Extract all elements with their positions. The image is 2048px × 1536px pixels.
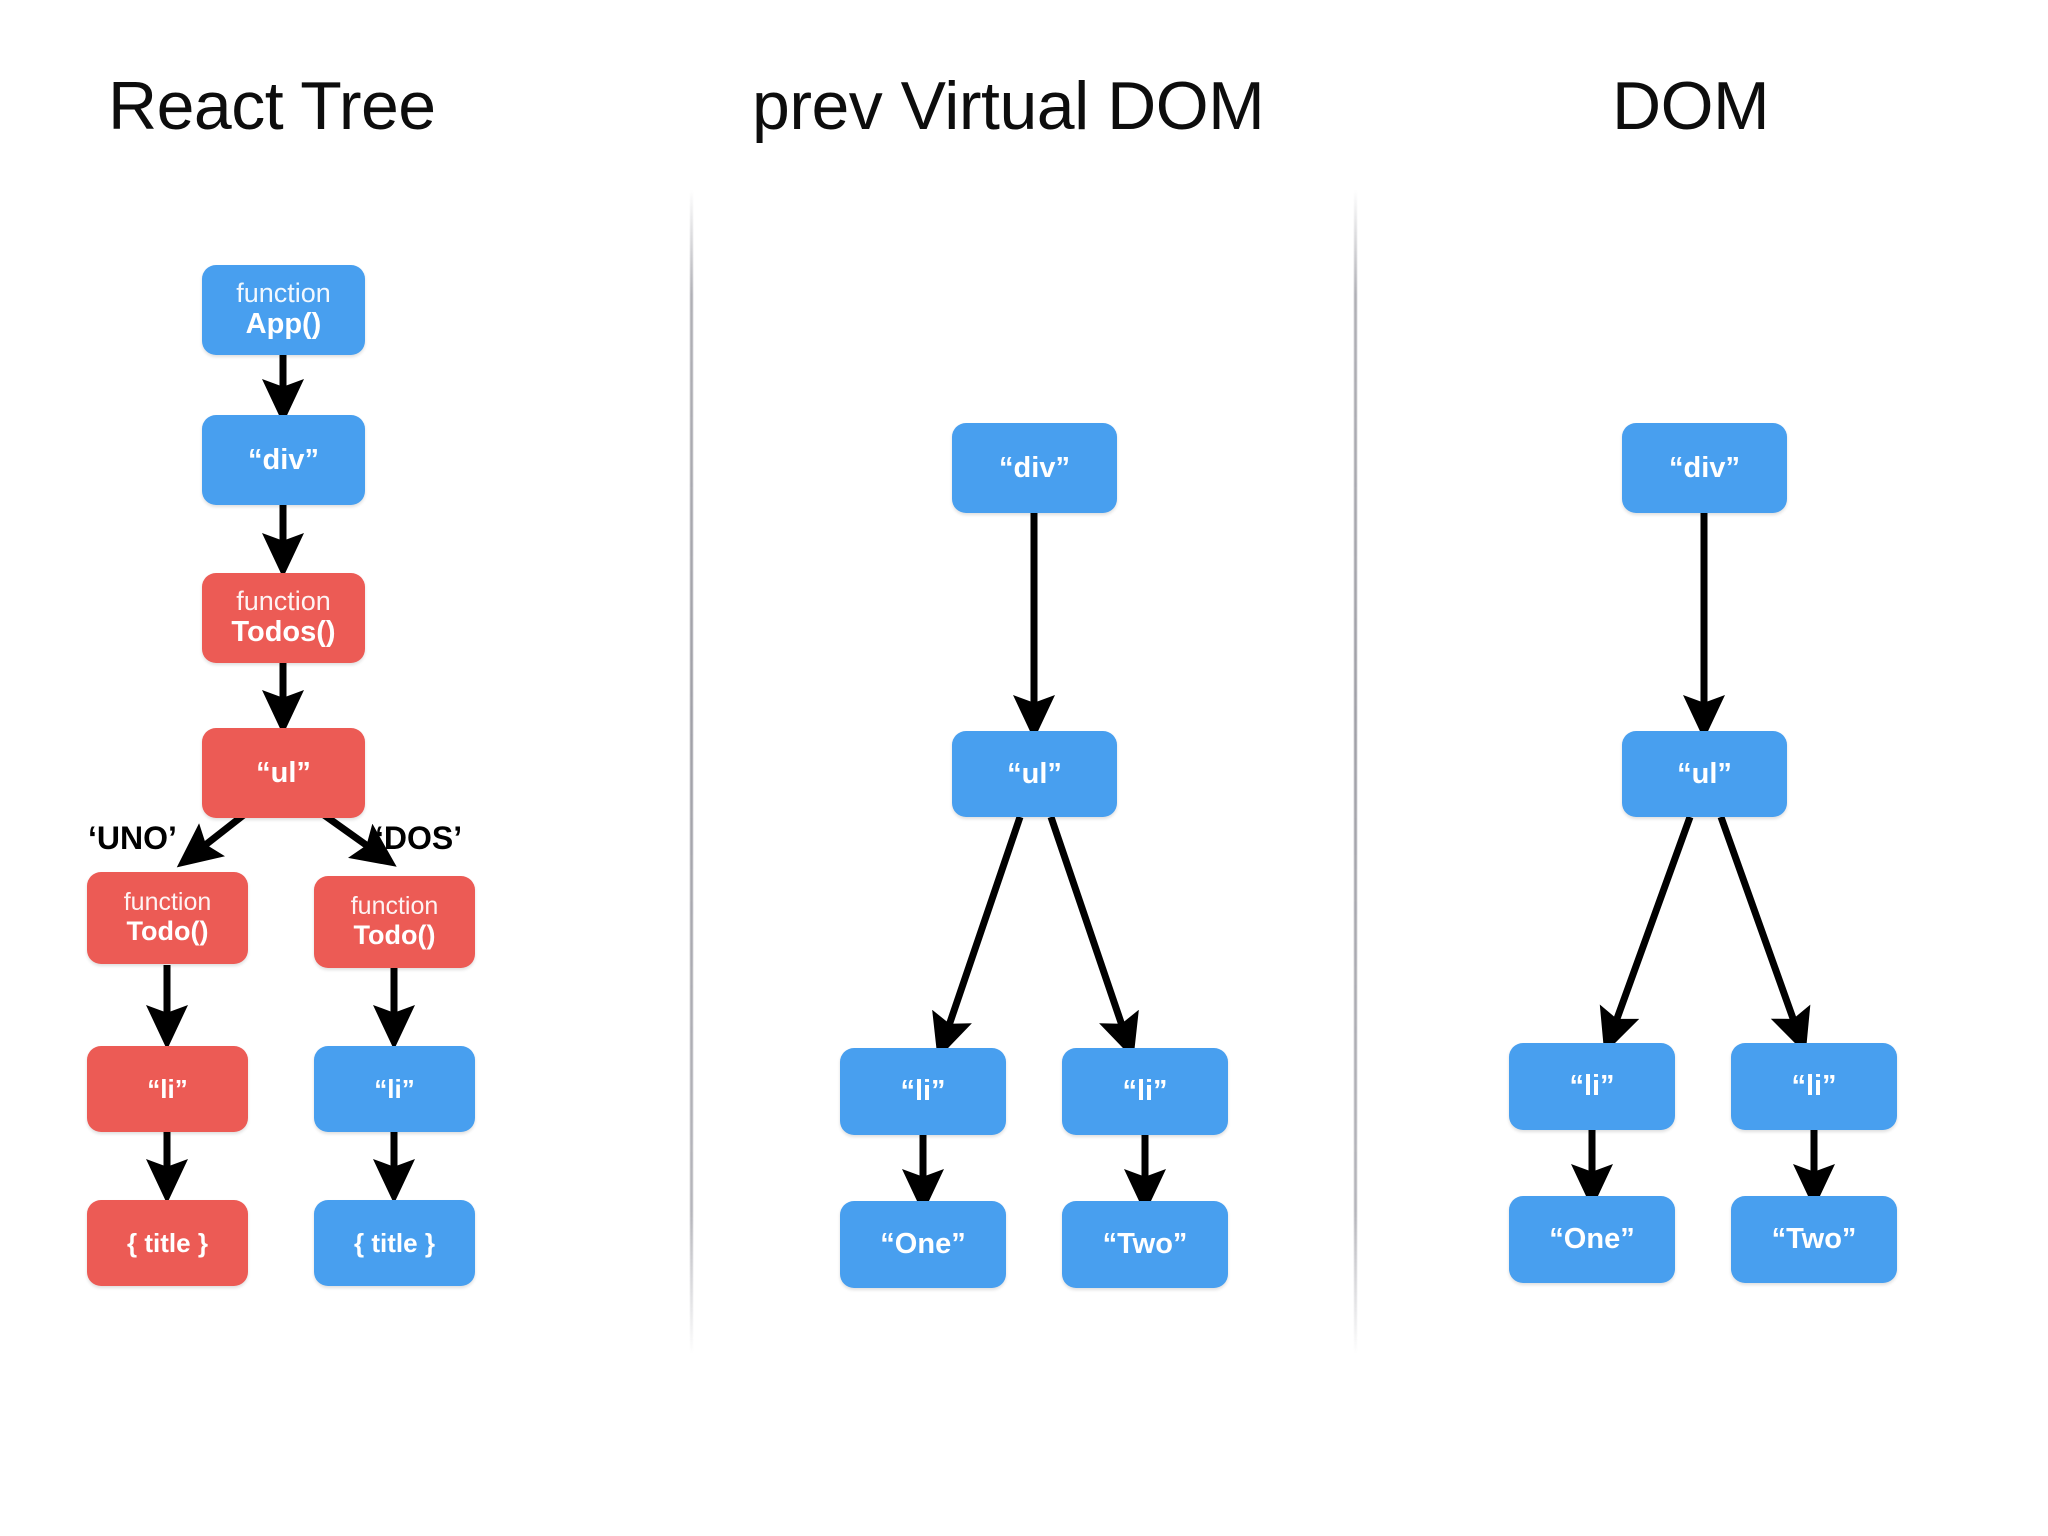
react-node-div-label: “div” — [248, 443, 319, 476]
dom-node-ul-label: “ul” — [1677, 757, 1732, 790]
react-node-li-left[interactable]: “li” — [87, 1046, 248, 1132]
react-node-todos-keyword: function — [236, 585, 331, 616]
dom-node-text-one[interactable]: “One” — [1509, 1196, 1675, 1283]
vdom-node-li-left-label: “li” — [900, 1075, 946, 1107]
react-node-todos-name: Todos() — [231, 615, 336, 648]
vdom-node-ul[interactable]: “ul” — [952, 731, 1117, 817]
dom-node-li-left[interactable]: “li” — [1509, 1043, 1675, 1130]
react-node-title-right[interactable]: { title } — [314, 1200, 475, 1286]
dom-node-div-label: “div” — [1669, 451, 1740, 484]
react-node-todo-right-name: Todo() — [353, 919, 436, 950]
react-node-todo-left[interactable]: function Todo() — [87, 872, 248, 964]
react-node-app[interactable]: function App() — [202, 265, 365, 355]
react-node-li-left-label: “li” — [147, 1074, 188, 1104]
column-divider-right — [1354, 190, 1357, 1354]
vdom-node-text-one-label: “One” — [880, 1228, 966, 1260]
react-node-app-name: App() — [245, 307, 322, 340]
dom-node-li-right[interactable]: “li” — [1731, 1043, 1897, 1130]
react-node-ul[interactable]: “ul” — [202, 728, 365, 818]
arrow-vdom-ul-to-li-left — [932, 815, 1024, 1059]
vdom-node-ul-label: “ul” — [1007, 757, 1062, 790]
column-divider-left — [690, 190, 693, 1354]
column-title-dom: DOM — [1612, 68, 1770, 144]
react-node-title-left-label: { title } — [127, 1228, 208, 1258]
react-key-label-uno: ‘UNO’ — [88, 820, 177, 856]
dom-node-li-right-label: “li” — [1791, 1070, 1837, 1102]
dom-node-text-two-label: “Two” — [1771, 1223, 1857, 1255]
react-node-title-left[interactable]: { title } — [87, 1200, 248, 1286]
vdom-node-li-right-label: “li” — [1122, 1075, 1168, 1107]
dom-node-ul[interactable]: “ul” — [1622, 731, 1787, 817]
react-node-title-right-label: { title } — [354, 1228, 435, 1258]
react-key-label-dos: ‘DOS’ — [375, 820, 463, 856]
dom-node-text-one-label: “One” — [1549, 1223, 1635, 1255]
vdom-node-text-two[interactable]: “Two” — [1062, 1201, 1228, 1288]
dom-node-li-left-label: “li” — [1569, 1070, 1615, 1102]
react-node-ul-label: “ul” — [256, 756, 311, 789]
react-node-todo-right-keyword: function — [350, 891, 439, 920]
vdom-node-div[interactable]: “div” — [952, 423, 1117, 513]
vdom-node-li-right[interactable]: “li” — [1062, 1048, 1228, 1135]
vdom-node-text-two-label: “Two” — [1102, 1228, 1188, 1260]
dom-node-text-two[interactable]: “Two” — [1731, 1196, 1897, 1283]
column-title-prev-virtual-dom: prev Virtual DOM — [752, 68, 1265, 144]
vdom-node-div-label: “div” — [999, 451, 1070, 484]
react-node-div[interactable]: “div” — [202, 415, 365, 505]
arrow-dom-ul-to-li-left — [1599, 815, 1694, 1054]
vdom-node-li-left[interactable]: “li” — [840, 1048, 1006, 1135]
react-node-app-keyword: function — [236, 277, 331, 308]
react-node-todo-left-keyword: function — [123, 887, 212, 916]
arrow-dom-ul-to-li-right — [1717, 815, 1811, 1054]
vdom-node-text-one[interactable]: “One” — [840, 1201, 1006, 1288]
arrow-vdom-ul-to-li-right — [1047, 815, 1139, 1059]
dom-node-div[interactable]: “div” — [1622, 423, 1787, 513]
react-node-li-right-label: “li” — [374, 1074, 415, 1104]
react-node-li-right[interactable]: “li” — [314, 1046, 475, 1132]
react-node-todo-right[interactable]: function Todo() — [314, 876, 475, 968]
react-node-todos[interactable]: function Todos() — [202, 573, 365, 663]
column-title-react-tree: React Tree — [108, 68, 436, 144]
react-node-todo-left-name: Todo() — [126, 915, 209, 946]
